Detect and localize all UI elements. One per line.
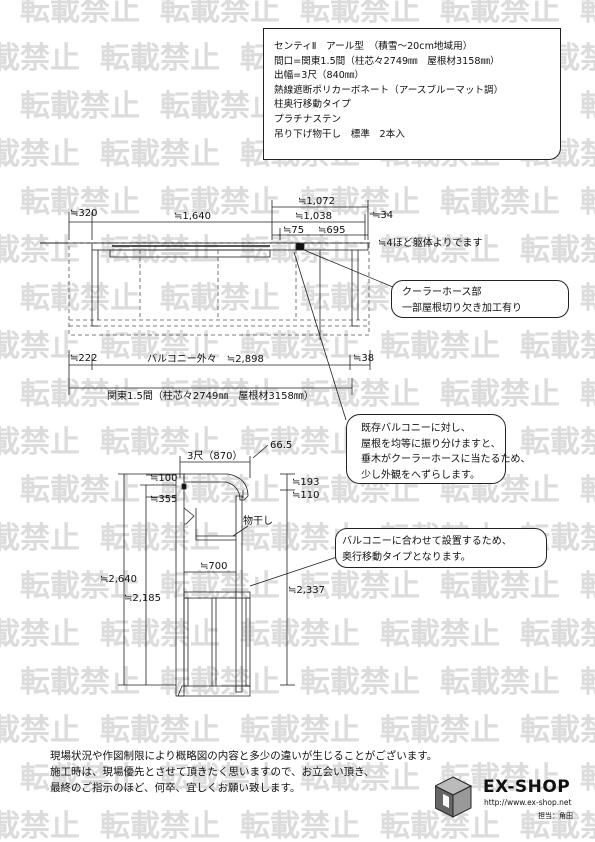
- dim-1038: ≒1,038: [295, 211, 332, 222]
- spec-line-roof: 熱線遮断ポリカーボネート（アースブルーマット調）: [274, 84, 504, 96]
- callout-balcony: バルコニーに合わせて設置するため、 奥行移動タイプとなります。: [335, 528, 547, 568]
- dim-2185: ≒2,185: [124, 593, 161, 604]
- dim-38: ≒38: [353, 353, 374, 364]
- dim-110: ≒110: [292, 490, 319, 501]
- spec-line-depth: 出幅=3尺（840㎜）: [274, 70, 365, 82]
- footer-line-1: 現場状況や作図制限により概略図の内容と多少の違いが生じることがございます。: [50, 750, 438, 762]
- dim-700: ≒700: [200, 561, 227, 572]
- dim-320: ≒320: [70, 208, 97, 219]
- callout-existing-line-2: 屋根を均等に振り分けますと、: [361, 438, 501, 450]
- spec-line-laundry: 吊り下げ物干し 標準 2本入: [274, 128, 405, 140]
- spec-line-width: 間口=関東1.5間（柱芯々2749㎜ 屋根材3158㎜）: [274, 55, 500, 67]
- callout-balcony-line-1: バルコニーに合わせて設置するため、: [342, 536, 512, 547]
- footer-line-3: 最終のご指示のほど、何卒、宜しくお願い致します。: [50, 782, 301, 794]
- note-wall: ≒4ほど躯体よりでます: [378, 236, 483, 249]
- logo-url[interactable]: http://www.ex-shop.net: [484, 798, 572, 807]
- plan-view: ≒1,072 ≒1,038 ≒34 ≒320 ≒1,640 ≒75 ≒695 ≒…: [40, 196, 483, 421]
- dim-193: ≒193: [292, 477, 319, 488]
- spec-line-color: プラチナステン: [274, 113, 342, 125]
- dim-222: ≒222: [70, 353, 97, 364]
- dim-695: ≒695: [318, 225, 345, 236]
- staff-label: 担当：角田: [538, 812, 573, 820]
- callout-existing: 既存バルコニーに対し、 屋根を均等に振り分けますと、 垂木がクーラーホースに当た…: [346, 414, 531, 484]
- footer-note: 現場状況や作図制限により概略図の内容と多少の違いが生じることがございます。 施工…: [50, 748, 438, 796]
- footer-line-2: 施工時は、現場優先とさせて頂きたく思いますので、お立会い頂き、: [50, 766, 375, 778]
- callout-hose-line-1: クーラーホース部: [402, 287, 482, 298]
- dim-75: ≒75: [283, 225, 304, 236]
- callout-hose: クーラーホース部 一部屋根切り欠き加工有り: [391, 280, 569, 318]
- callout-balcony-line-2: 奥行移動タイプとなります。: [342, 551, 471, 563]
- dim-66-5: 66.5: [270, 440, 292, 451]
- dim-1640: ≒1,640: [174, 211, 211, 222]
- logo-cube-icon: [435, 776, 473, 818]
- spec-line-post: 柱奥行移動タイプ: [274, 99, 351, 111]
- callout-existing-line-3: 垂木がクーラーホースに当たるため、: [361, 454, 531, 465]
- dim-355: ≒355: [150, 494, 177, 505]
- balcony-outer-dim: バルコニー外々 ≒2,898: [147, 353, 264, 365]
- ex-shop-logo: [435, 776, 473, 818]
- section-view: ≒2,640 ≒2,185 ≒2,337 ≒100 ≒355 ≒193 ≒110…: [100, 440, 341, 697]
- callout-existing-line-4: 少し外観をへずらします。: [361, 469, 480, 481]
- callout-existing-line-1: 既存バルコニーに対し、: [361, 423, 471, 434]
- callout-hose-line-2: 一部屋根切り欠き加工有り: [402, 302, 522, 314]
- laundry-label: 物干し: [243, 514, 273, 527]
- spec-box: センティⅡ アール型 （積雪～20cm地域用） 間口=関東1.5間（柱芯々274…: [263, 28, 561, 160]
- dim-2337: ≒2,337: [288, 585, 325, 596]
- dim-1072: ≒1,072: [298, 196, 335, 207]
- logo-brand: EX-SHOP: [483, 777, 571, 797]
- dim-34: ≒34: [372, 210, 393, 221]
- spec-line-product: センティⅡ アール型 （積雪～20cm地域用）: [274, 41, 473, 52]
- span-label: 関東1.5間（柱芯々2749㎜ 屋根材3158㎜）: [107, 389, 314, 402]
- depth-dim: 3尺（870）: [187, 450, 242, 462]
- dim-2640: ≒2,640: [100, 574, 137, 585]
- dim-100: ≒100: [150, 473, 177, 484]
